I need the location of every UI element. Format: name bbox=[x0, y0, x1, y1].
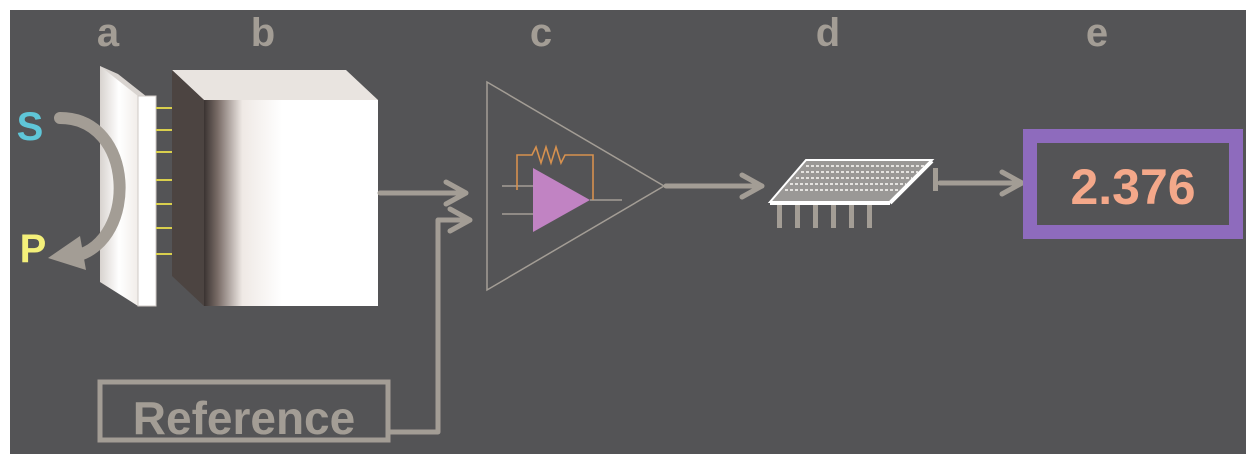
product-label: P bbox=[20, 227, 47, 271]
stage-label-c: c bbox=[530, 11, 552, 55]
microchip-icon bbox=[767, 159, 938, 228]
transducer-block bbox=[172, 70, 378, 306]
reference-signal-line bbox=[385, 206, 473, 435]
display-frame bbox=[1023, 129, 1243, 239]
transducer-to-amplifier-arrow bbox=[377, 179, 469, 207]
chip-to-display-arrow bbox=[937, 169, 1025, 197]
substrate-label: S bbox=[17, 105, 44, 149]
stage-label-d: d bbox=[816, 11, 840, 55]
op-amp-triangle-icon bbox=[502, 168, 622, 232]
amplifier bbox=[486, 80, 666, 292]
electrode-lines bbox=[156, 107, 172, 255]
conversion-curve-arrow bbox=[54, 112, 126, 262]
reference-box bbox=[97, 379, 391, 443]
stage-label-a: a bbox=[97, 11, 120, 55]
recognition-layer-panel bbox=[100, 66, 172, 307]
reference-label: Reference bbox=[133, 392, 355, 444]
amplifier-outline bbox=[486, 80, 666, 292]
stage-label-b: b bbox=[251, 11, 275, 55]
conversion-arrowhead bbox=[48, 236, 86, 270]
display-value: 2.376 bbox=[1070, 159, 1195, 215]
stage-label-e: e bbox=[1086, 11, 1108, 55]
amplifier-to-chip-arrow bbox=[663, 172, 765, 200]
resistor-icon bbox=[516, 144, 594, 200]
